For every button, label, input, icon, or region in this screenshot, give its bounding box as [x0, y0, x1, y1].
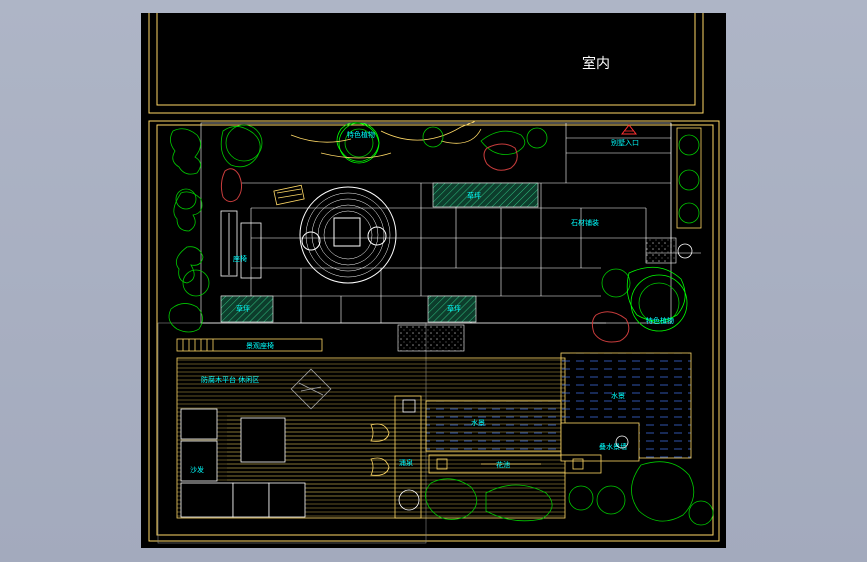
house-outline	[148, 13, 704, 114]
planter-bed-label: 花池	[496, 460, 510, 469]
entrance-marker	[620, 124, 638, 135]
fountain-label: 涌泉	[399, 458, 413, 467]
fountain-node	[398, 399, 420, 511]
feature-rocks	[220, 143, 630, 343]
sofa-set	[180, 408, 306, 518]
indoor-label: 室内	[582, 55, 610, 72]
bottom-planting	[425, 461, 714, 526]
lawn-label-2: 草坪	[236, 304, 250, 313]
left-bench	[220, 210, 262, 279]
top-planting	[220, 121, 548, 168]
round-pavilion	[299, 186, 397, 284]
lawn-label-3: 草坪	[447, 304, 461, 313]
paving-label: 石材铺装	[571, 218, 599, 227]
picnic-table	[273, 184, 305, 206]
lounge-chairs	[370, 395, 422, 519]
planter-strip	[176, 338, 323, 352]
plant-label-1: 特色植物	[347, 130, 375, 139]
water-pools	[425, 352, 692, 462]
parasol	[290, 368, 332, 410]
pool-label-2: 水景	[611, 391, 625, 400]
waterfall-label: 叠水景墙	[599, 442, 627, 451]
raised-planter	[428, 435, 629, 474]
plant-label-2: 特色植物	[646, 316, 674, 325]
sofa-label: 沙发	[190, 465, 204, 474]
drawing-canvas[interactable]: 室内	[141, 13, 726, 548]
left-planting	[168, 128, 210, 333]
seat-label: 座椅	[233, 254, 247, 263]
deck-label: 防腐木平台 休闲区	[201, 375, 259, 384]
garden-plan: 室内	[148, 13, 720, 544]
lawn-patches	[220, 182, 677, 352]
lawn-label-1: 草坪	[467, 191, 481, 200]
entrance-label: 别墅入口	[611, 138, 639, 147]
planter-label: 景观座椅	[246, 341, 274, 350]
right-planting	[601, 127, 702, 332]
pool-label-1: 水景	[471, 418, 485, 427]
